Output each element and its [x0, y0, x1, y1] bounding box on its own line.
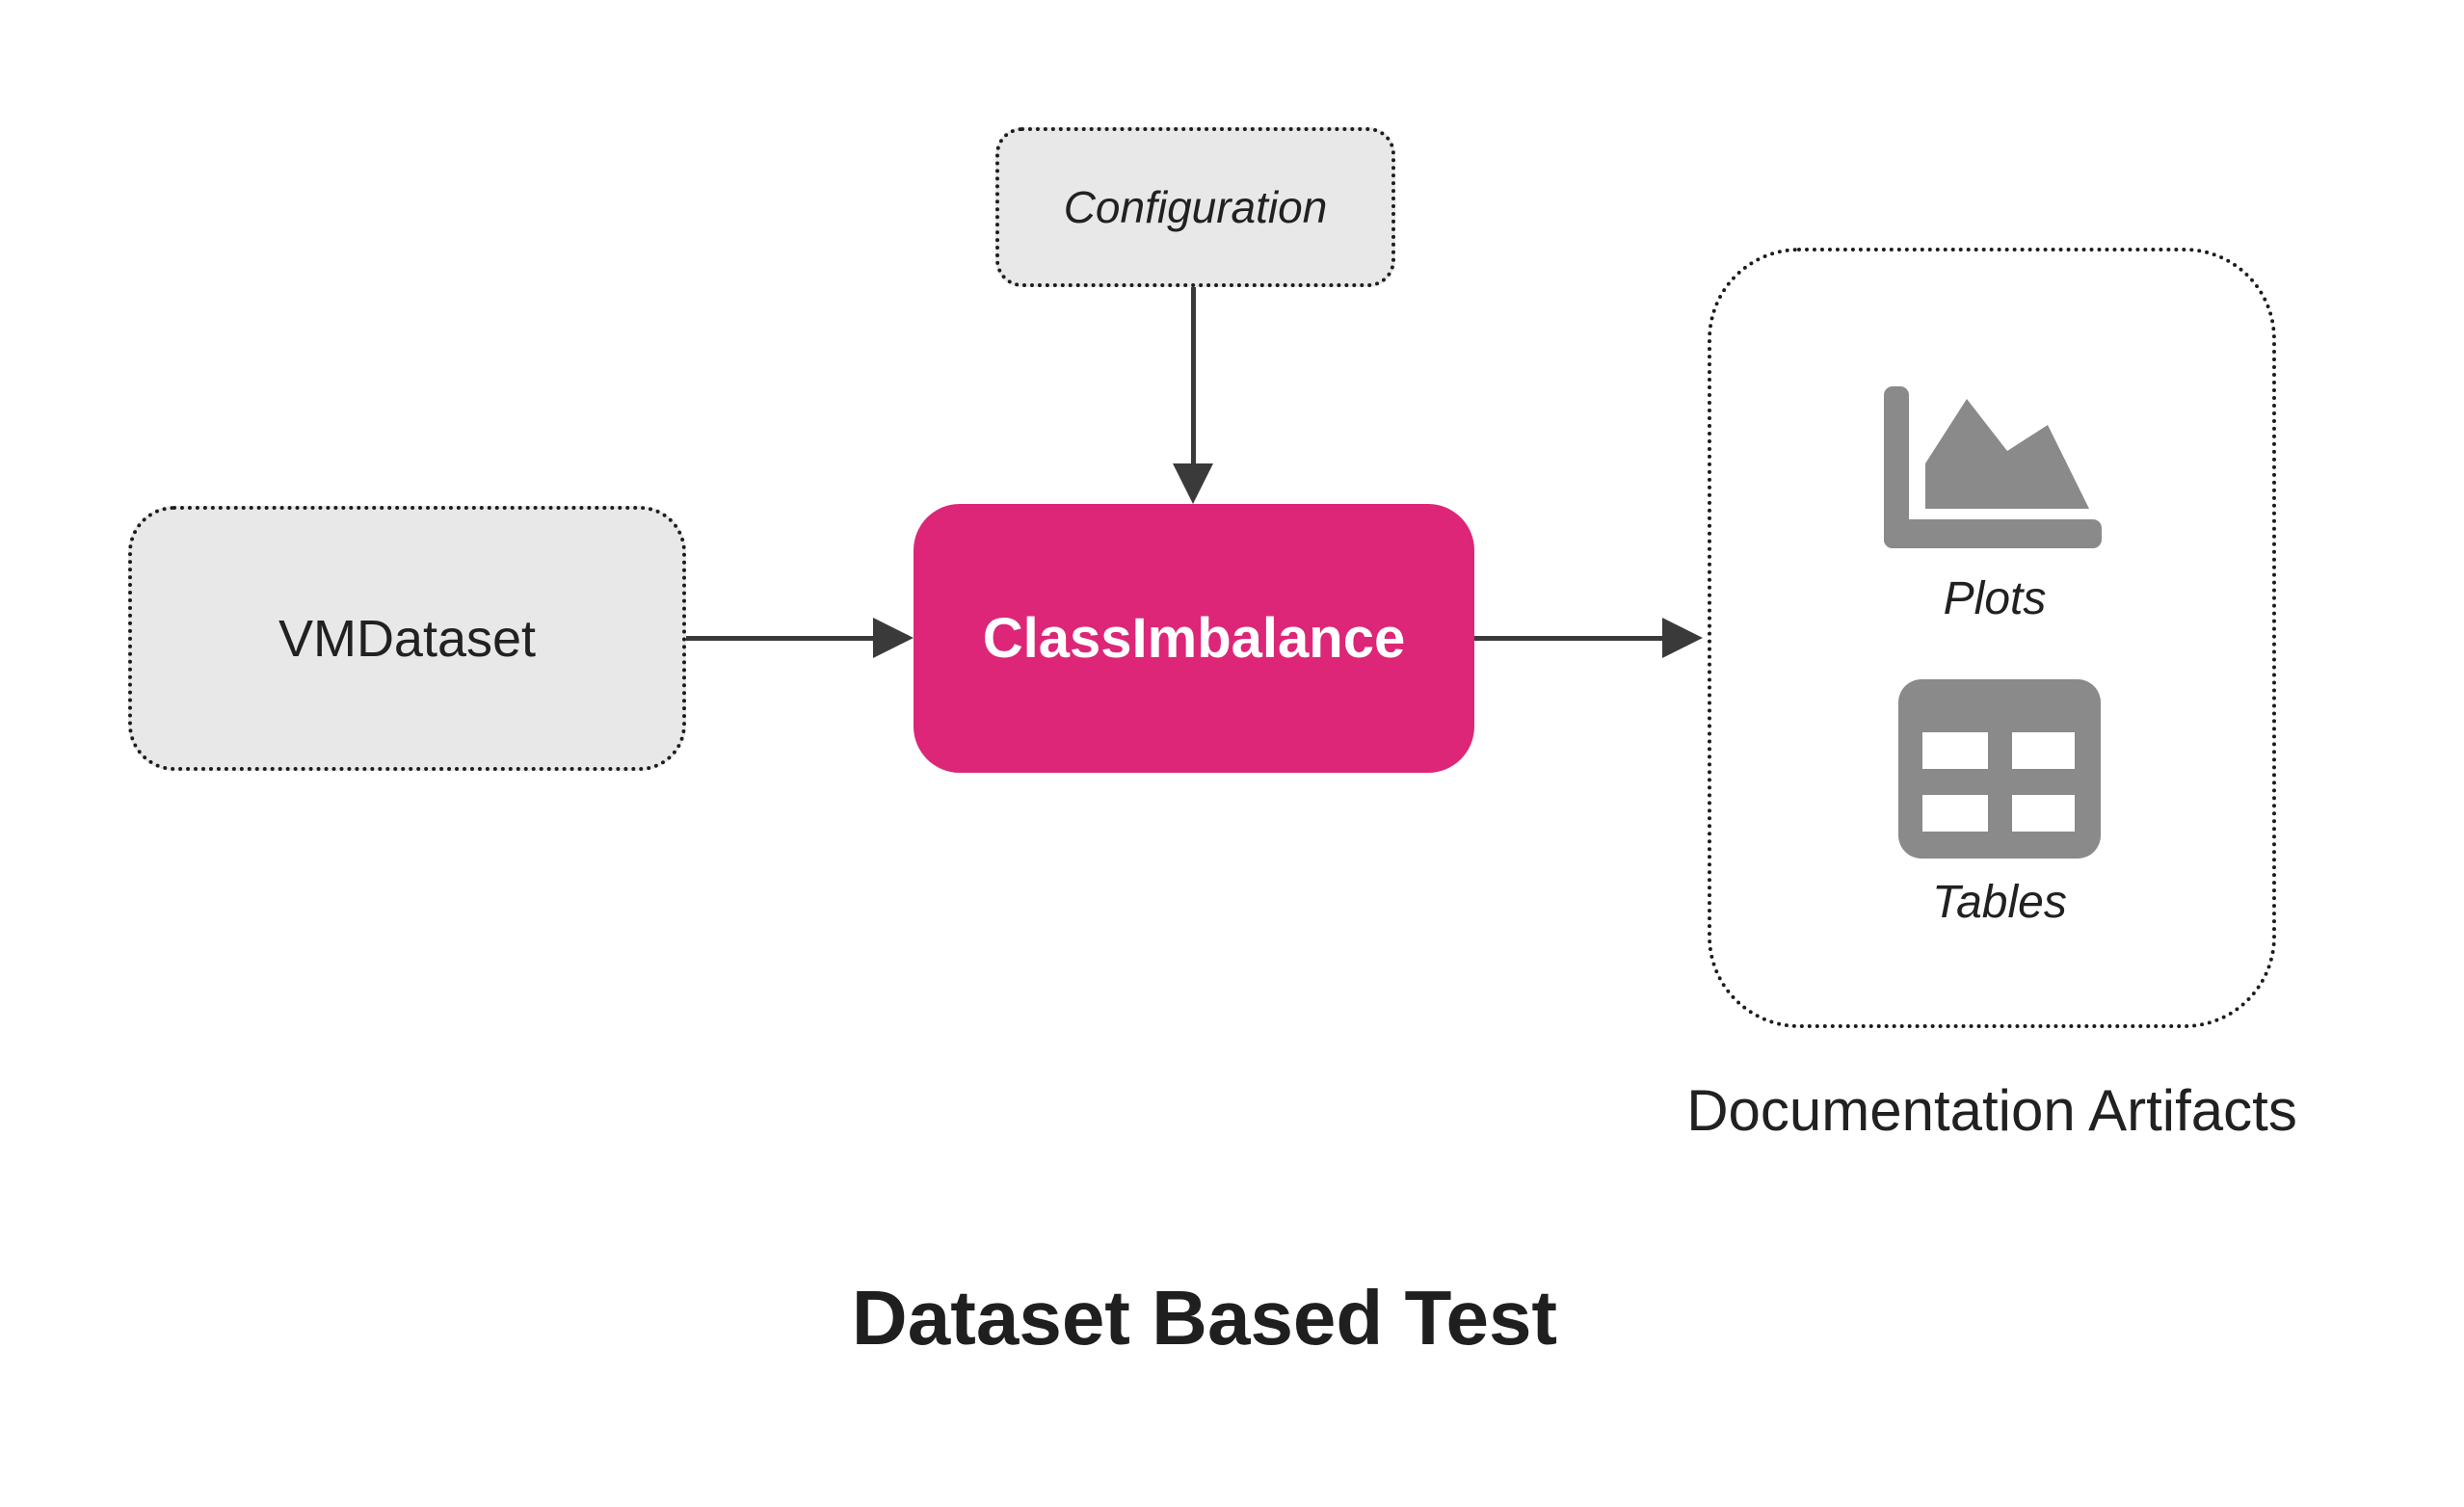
node-vmdataset: VMDataset: [128, 506, 686, 771]
area-chart-icon: [1883, 386, 2102, 548]
table-grid-icon: [1898, 679, 2101, 859]
arrowhead-right-icon: [1662, 618, 1703, 658]
arrowhead-right-icon: [873, 618, 914, 658]
arrow-line: [1191, 287, 1196, 467]
arrowhead-down-icon: [1173, 463, 1213, 504]
artifact-tables: Tables: [1892, 679, 2107, 929]
documentation-artifacts-label: Documentation Artifacts: [1686, 1078, 2297, 1143]
node-vmdataset-label: VMDataset: [278, 609, 537, 668]
plots-label: Plots: [1943, 573, 2047, 624]
artifact-plots: Plots: [1879, 382, 2110, 625]
arrow-line: [1474, 636, 1664, 641]
node-configuration: Configuration: [995, 127, 1395, 287]
tables-label: Tables: [1932, 877, 2067, 928]
node-configuration-label: Configuration: [1063, 182, 1328, 232]
diagram-title: Dataset Based Test: [851, 1275, 1558, 1361]
node-class-imbalance: ClassImbalance: [914, 504, 1474, 773]
node-class-imbalance-label: ClassImbalance: [982, 607, 1406, 670]
arrow-line: [686, 636, 875, 641]
documentation-artifacts-container: [1708, 248, 2276, 1028]
